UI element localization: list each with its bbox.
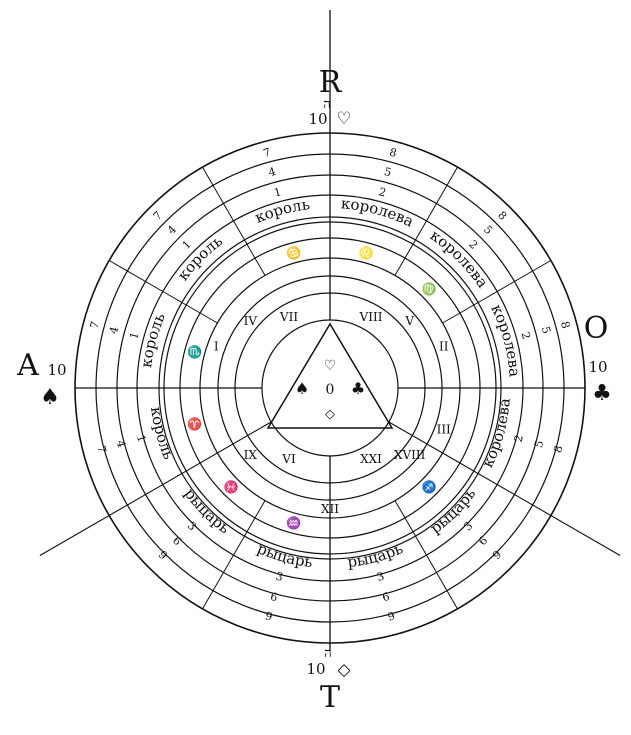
- sector-divider: [202, 500, 266, 610]
- cardinal-top-number: 10: [308, 110, 327, 128]
- sector-number: 7: [151, 209, 165, 223]
- inner-symbol: IV: [244, 314, 258, 328]
- club-suit-icon: ♣: [592, 381, 612, 406]
- inner-symbol: VI: [281, 452, 296, 466]
- sector-name: королева: [487, 301, 523, 377]
- sector-number: 3: [461, 519, 475, 533]
- cardinal-top-hebrew: ה: [323, 97, 330, 112]
- sector-number: 5: [481, 223, 495, 237]
- diamond-suit-icon: ◇: [337, 660, 351, 680]
- inner-symbol: XXI: [360, 452, 382, 466]
- inner-symbol: III: [437, 422, 451, 436]
- inner-symbol: ♏: [187, 345, 202, 359]
- sector-divider: [202, 166, 266, 276]
- axis-line: [39, 421, 272, 556]
- inner-symbol: VII: [279, 310, 298, 324]
- inner-symbol: IX: [244, 448, 258, 462]
- cardinal-bottom-number: 10: [306, 660, 325, 678]
- sector-name: королева: [427, 226, 492, 291]
- cardinal-right-number: 10: [588, 358, 607, 376]
- sector-number: 4: [267, 165, 277, 179]
- inner-symbol: VIII: [359, 310, 383, 324]
- cardinal-bottom-letter: T: [320, 680, 340, 715]
- sector-number: 3: [185, 519, 199, 533]
- sector-name: король: [252, 195, 311, 227]
- sector-number: 6: [269, 590, 279, 604]
- central-triangle: 0 ♠ ♡ ♣ ◇: [266, 322, 394, 429]
- sector-number: 9: [386, 609, 396, 623]
- sector-number: 2: [466, 238, 480, 252]
- inner-symbol: ♈: [187, 417, 202, 431]
- sector-number: 8: [558, 320, 572, 330]
- sector-name: рыцарь: [255, 539, 314, 571]
- sector-divider: [394, 166, 458, 276]
- center-heart-icon: ♡: [324, 358, 337, 374]
- cardinal-right-letter: O: [584, 311, 609, 346]
- sector-number: 4: [165, 223, 179, 237]
- inner-symbol: ♐: [422, 480, 437, 494]
- sector-number: 5: [539, 325, 553, 335]
- inner-symbol: II: [439, 340, 449, 354]
- sector-number: 6: [381, 590, 391, 604]
- cardinal-left-number: 10: [47, 361, 66, 379]
- sector-name: король: [174, 232, 226, 284]
- sector-number: 4: [107, 325, 121, 335]
- cardinal-top-letter: R: [319, 65, 343, 100]
- sector-number: 9: [490, 548, 504, 562]
- sector-number: 9: [156, 548, 170, 562]
- sector-number: 5: [383, 165, 393, 179]
- center-spade-icon: ♠: [295, 379, 309, 398]
- center-diamond-icon: ◇: [325, 407, 335, 422]
- sector-number: 7: [88, 320, 102, 330]
- sector-name: королева: [478, 397, 513, 470]
- radial-lines: [39, 10, 621, 650]
- sector-name: рыцарь: [346, 539, 405, 571]
- sector-number: 1: [273, 185, 283, 199]
- sector-number: 2: [377, 185, 387, 199]
- inner-symbol: ♌: [359, 246, 374, 260]
- sector-number: 8: [495, 209, 509, 223]
- cardinal-left-letter: A: [16, 348, 39, 383]
- sector-number: 8: [388, 146, 398, 160]
- sector-number: 1: [180, 238, 194, 252]
- axis-line: [388, 421, 621, 556]
- heart-suit-icon: ♡: [336, 109, 351, 129]
- inner-symbol: ♍: [422, 282, 437, 296]
- inner-symbol: XII: [321, 502, 339, 516]
- inner-symbol: I: [214, 340, 219, 354]
- center-value: 0: [326, 382, 335, 398]
- inner-symbol: ♋: [286, 246, 301, 260]
- sector-divider: [442, 260, 552, 324]
- sector-divider: [108, 260, 218, 324]
- sector-number: 1: [127, 331, 141, 341]
- sector-name: королева: [340, 194, 416, 230]
- inner-symbol: ♒: [286, 516, 301, 530]
- inner-symbol: V: [404, 314, 414, 328]
- sector-number: 2: [518, 331, 532, 341]
- sector-number: 5: [532, 439, 546, 449]
- sector-number: 3: [376, 570, 386, 584]
- sector-number: 1: [134, 434, 148, 444]
- sector-number: 3: [274, 570, 284, 584]
- spade-suit-icon: ♠: [40, 385, 60, 410]
- sector-number: 7: [262, 146, 272, 160]
- sector-number: 8: [551, 444, 565, 454]
- sector-number: 7: [94, 444, 108, 454]
- sector-number: 9: [264, 609, 274, 623]
- sector-number: 4: [114, 439, 128, 449]
- sector-number: 2: [512, 434, 526, 444]
- cardinal-bottom-hebrew: ה: [324, 646, 331, 661]
- inner-symbol: ♓: [224, 480, 239, 494]
- inner-symbol: XVIII: [394, 448, 426, 462]
- sector-name: король: [137, 310, 169, 369]
- sector-divider: [394, 500, 458, 610]
- sector-name: король: [147, 406, 178, 462]
- center-club-icon: ♣: [351, 379, 365, 398]
